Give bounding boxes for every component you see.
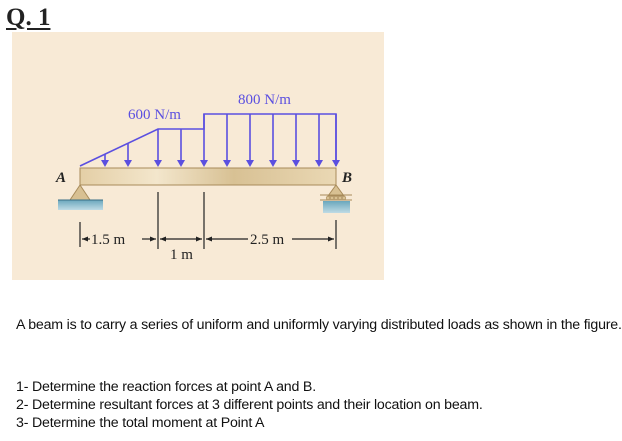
pin-support-a bbox=[58, 184, 103, 210]
point-b-label: B bbox=[341, 170, 352, 186]
load-800-label: 800 N/m bbox=[238, 92, 291, 108]
dim-2-5m-label: 2.5 m bbox=[250, 232, 285, 248]
task-item: 1- Determine the reaction forces at poin… bbox=[16, 379, 316, 395]
beam bbox=[79, 167, 337, 186]
task-item: 3- Determine the total moment at Point A bbox=[16, 415, 265, 431]
problem-statement: A beam is to carry a series of uniform a… bbox=[16, 317, 622, 333]
load-600-label: 600 N/m bbox=[128, 107, 181, 123]
dim-1-5m-label: 1.5 m bbox=[91, 232, 126, 248]
question-number: Q. 1 bbox=[6, 4, 51, 31]
point-a-label: A bbox=[55, 170, 66, 186]
roller-support-b bbox=[320, 184, 352, 213]
beam-figure: A B 600 N/m 800 N/m 1.5 m 1 m 2.5 m bbox=[12, 32, 384, 280]
task-item: 2- Determine resultant forces at 3 diffe… bbox=[16, 397, 483, 413]
distributed-load bbox=[79, 113, 337, 167]
dim-1m-label: 1 m bbox=[170, 247, 193, 263]
task-list: 1- Determine the reaction forces at poin… bbox=[16, 378, 622, 432]
